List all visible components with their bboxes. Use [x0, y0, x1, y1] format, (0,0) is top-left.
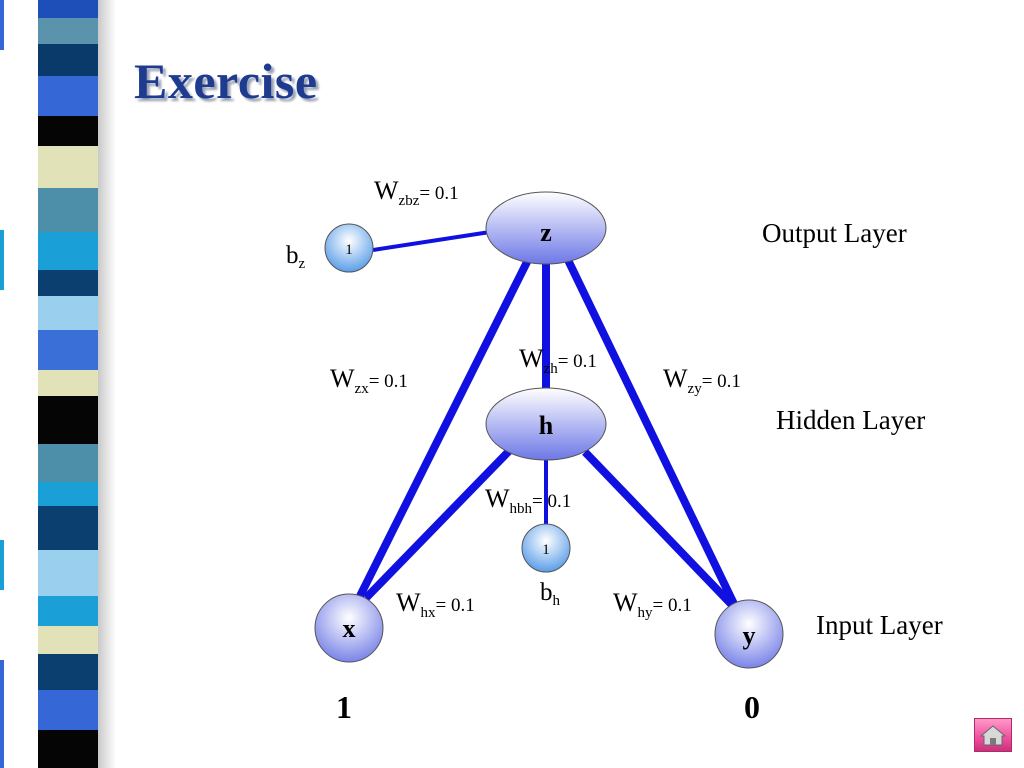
stripe-shadow	[98, 0, 116, 768]
weight-label-zbz: Wzbz= 0.1	[374, 176, 459, 209]
weight-label-hbh: Whbh= 0.1	[485, 484, 571, 517]
edge-z-y	[564, 258, 739, 608]
bias-node-z-value: 1	[345, 242, 353, 258]
bias-node-h: 1	[521, 523, 571, 573]
input-y-value: 0	[744, 689, 760, 725]
stripe	[38, 444, 98, 482]
home-icon	[979, 725, 1007, 746]
stripe-edge	[0, 230, 4, 290]
slide-title: Exercise	[134, 53, 318, 109]
node-x-label: x	[343, 614, 356, 643]
stripe	[38, 626, 98, 654]
node-x: x	[314, 593, 384, 663]
stripe	[38, 44, 98, 76]
weight-label-hy: Why= 0.1	[613, 588, 692, 621]
decorative-stripe-bar	[0, 0, 120, 768]
stripe	[38, 730, 98, 768]
stripe	[38, 270, 98, 296]
stripe-edge	[0, 660, 4, 768]
stripe	[38, 596, 98, 626]
stripe	[38, 232, 98, 270]
weight-label-zy: Wzy= 0.1	[663, 364, 741, 397]
bias-label-z: bz	[286, 242, 306, 272]
node-y-label: y	[743, 621, 756, 650]
weight-label-hx: Whx= 0.1	[396, 588, 475, 621]
edge-h-y	[582, 449, 735, 608]
stripe	[38, 146, 98, 188]
stripe	[38, 116, 98, 146]
home-button[interactable]	[974, 718, 1012, 752]
stripe	[38, 482, 98, 506]
stripe	[38, 0, 98, 18]
stripe-edge	[0, 0, 4, 50]
bias-label-h: bh	[540, 579, 561, 609]
bias-node-z: 1	[324, 223, 374, 273]
output-layer-label: Output Layer	[762, 218, 907, 248]
stripe	[38, 76, 98, 116]
bias-node-h-value: 1	[542, 542, 550, 558]
stripe	[38, 296, 98, 330]
stripe	[38, 506, 98, 550]
input-x-value: 1	[336, 689, 352, 725]
node-z: z	[485, 191, 607, 265]
stripe	[38, 690, 98, 730]
stripe-edge	[0, 540, 4, 590]
input-layer-label: Input Layer	[816, 610, 943, 640]
node-h: h	[485, 387, 607, 461]
edge-z-bz	[372, 230, 491, 252]
hidden-layer-label: Hidden Layer	[776, 405, 925, 435]
edge-h-x	[363, 447, 513, 601]
stripe	[38, 550, 98, 596]
weight-label-zh: Wzh= 0.1	[519, 344, 597, 377]
node-h-label: h	[539, 411, 554, 440]
stripe	[38, 18, 98, 44]
stripe	[38, 396, 98, 444]
stripe	[38, 654, 98, 690]
weight-label-zx: Wzx= 0.1	[330, 364, 408, 397]
node-y: y	[714, 599, 784, 669]
edges	[356, 230, 739, 608]
stripe	[38, 188, 98, 232]
node-z-label: z	[540, 218, 552, 247]
stripe	[38, 330, 98, 370]
edge-z-x	[356, 258, 532, 598]
stripe	[38, 370, 98, 396]
